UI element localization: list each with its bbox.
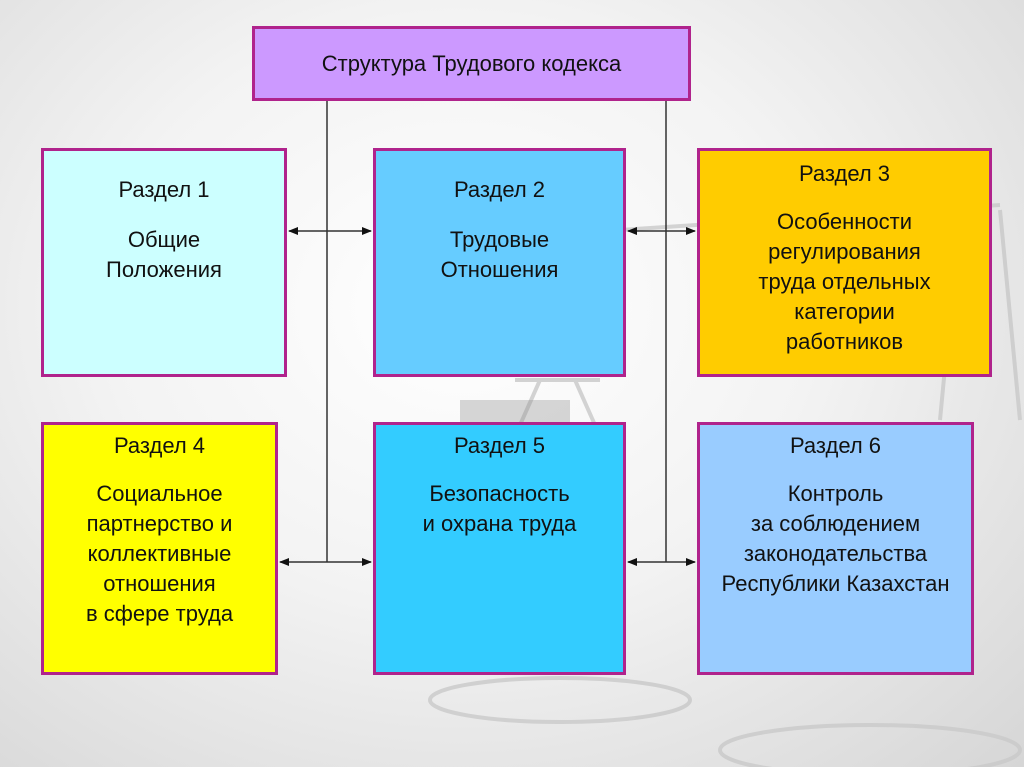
section-2-body: Трудовые Отношения <box>440 227 559 282</box>
section-3-body: Особенности регулирования труда отдельны… <box>758 209 931 354</box>
section-5-box: Раздел 5 Безопасность и охрана труда <box>373 422 626 675</box>
section-6-heading: Раздел 6 <box>789 433 882 458</box>
section-6-box: Раздел 6 Контроль за соблюдением законод… <box>697 422 974 675</box>
section-3-box: Раздел 3 Особенности регулирования труда… <box>697 148 992 377</box>
diagram-title: Структура Трудового кодекса <box>321 51 622 76</box>
title-box: Структура Трудового кодекса <box>252 26 691 101</box>
section-2-heading: Раздел 2 <box>453 177 546 202</box>
section-5-body: Безопасность и охрана труда <box>422 481 577 536</box>
section-5-heading: Раздел 5 <box>453 433 546 458</box>
section-2-box: Раздел 2 Трудовые Отношения <box>373 148 626 377</box>
section-1-box: Раздел 1 Общие Положения <box>41 148 287 377</box>
section-4-body: Социальное партнерство и коллективные от… <box>85 481 234 626</box>
section-1-heading: Раздел 1 <box>118 177 210 202</box>
section-1-body: Общие Положения <box>106 227 222 282</box>
section-4-heading: Раздел 4 <box>113 433 206 458</box>
section-3-heading: Раздел 3 <box>798 161 891 186</box>
section-4-box: Раздел 4 Социальное партнерство и коллек… <box>41 422 278 675</box>
section-6-body: Контроль за соблюдением законодательства… <box>721 481 950 596</box>
